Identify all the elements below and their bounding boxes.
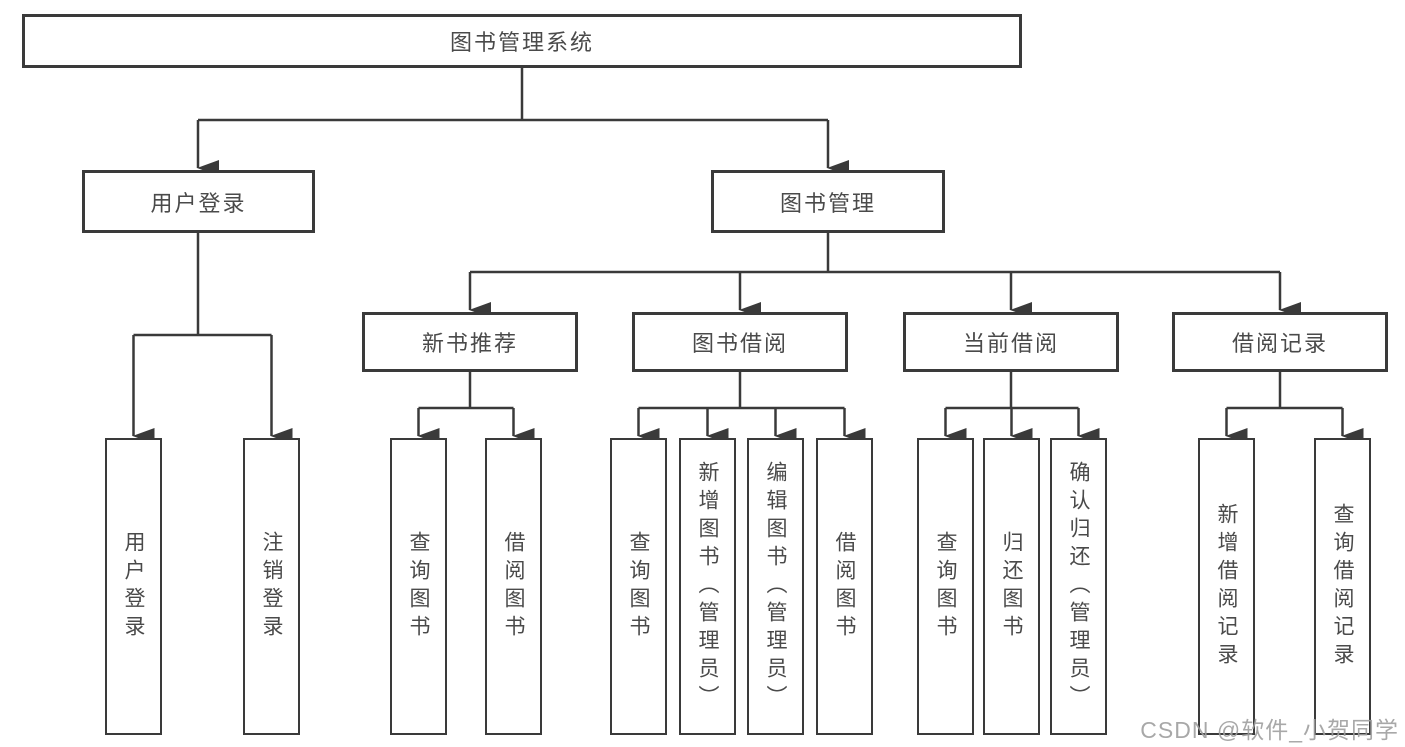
leaf-query-borrow-record: 查询借阅记录 [1314, 438, 1371, 735]
leaf-confirm-return-admin-label: 确认归还（管理员） [1067, 460, 1090, 713]
leaf-borrow-books-recommend: 借阅图书 [485, 438, 542, 735]
leaf-add-books-admin-label: 新增图书（管理员） [696, 460, 719, 713]
node-book-management-label: 图书管理 [779, 190, 876, 216]
leaf-query-books-current-label: 查询图书 [934, 530, 957, 643]
csdn-watermark: CSDN @软件_小贺同学 [1140, 717, 1399, 743]
leaf-confirm-return-admin: 确认归还（管理员） [1050, 438, 1107, 735]
node-user-login: 用户登录 [82, 170, 315, 233]
leaf-add-borrow-record-label: 新增借阅记录 [1215, 502, 1238, 671]
node-root-system: 图书管理系统 [22, 14, 1022, 68]
leaf-add-books-admin: 新增图书（管理员） [679, 438, 736, 735]
node-root-label: 图书管理系统 [449, 30, 594, 55]
leaf-edit-books-admin: 编辑图书（管理员） [747, 438, 804, 735]
node-current-borrow: 当前借阅 [903, 312, 1119, 372]
leaf-borrow-books-label: 借阅图书 [833, 530, 856, 643]
node-book-borrow: 图书借阅 [632, 312, 848, 372]
node-book-borrow-label: 图书借阅 [691, 331, 788, 356]
node-user-login-label: 用户登录 [150, 190, 247, 216]
leaf-add-borrow-record: 新增借阅记录 [1198, 438, 1255, 735]
node-new-book-recommend-label: 新书推荐 [421, 331, 518, 356]
leaf-query-books-current: 查询图书 [917, 438, 974, 735]
leaf-query-books-recommend: 查询图书 [390, 438, 447, 735]
leaf-borrow-books-recommend-label: 借阅图书 [502, 530, 525, 643]
leaf-query-books-borrow-label: 查询图书 [627, 530, 650, 643]
leaf-user-login: 用户登录 [105, 438, 162, 735]
leaf-borrow-books: 借阅图书 [816, 438, 873, 735]
leaf-return-books-label: 归还图书 [1000, 530, 1023, 643]
node-borrow-records-label: 借阅记录 [1231, 331, 1328, 356]
leaf-edit-books-admin-label: 编辑图书（管理员） [764, 460, 787, 713]
node-book-management: 图书管理 [711, 170, 945, 233]
leaf-user-login-label: 用户登录 [122, 530, 145, 643]
leaf-query-books-borrow: 查询图书 [610, 438, 667, 735]
leaf-return-books: 归还图书 [983, 438, 1040, 735]
leaf-logout: 注销登录 [243, 438, 300, 735]
leaf-query-books-recommend-label: 查询图书 [407, 530, 430, 643]
node-current-borrow-label: 当前借阅 [962, 331, 1059, 356]
node-new-book-recommend: 新书推荐 [362, 312, 578, 372]
node-borrow-records: 借阅记录 [1172, 312, 1388, 372]
leaf-logout-label: 注销登录 [260, 530, 283, 643]
leaf-query-borrow-record-label: 查询借阅记录 [1331, 502, 1354, 671]
